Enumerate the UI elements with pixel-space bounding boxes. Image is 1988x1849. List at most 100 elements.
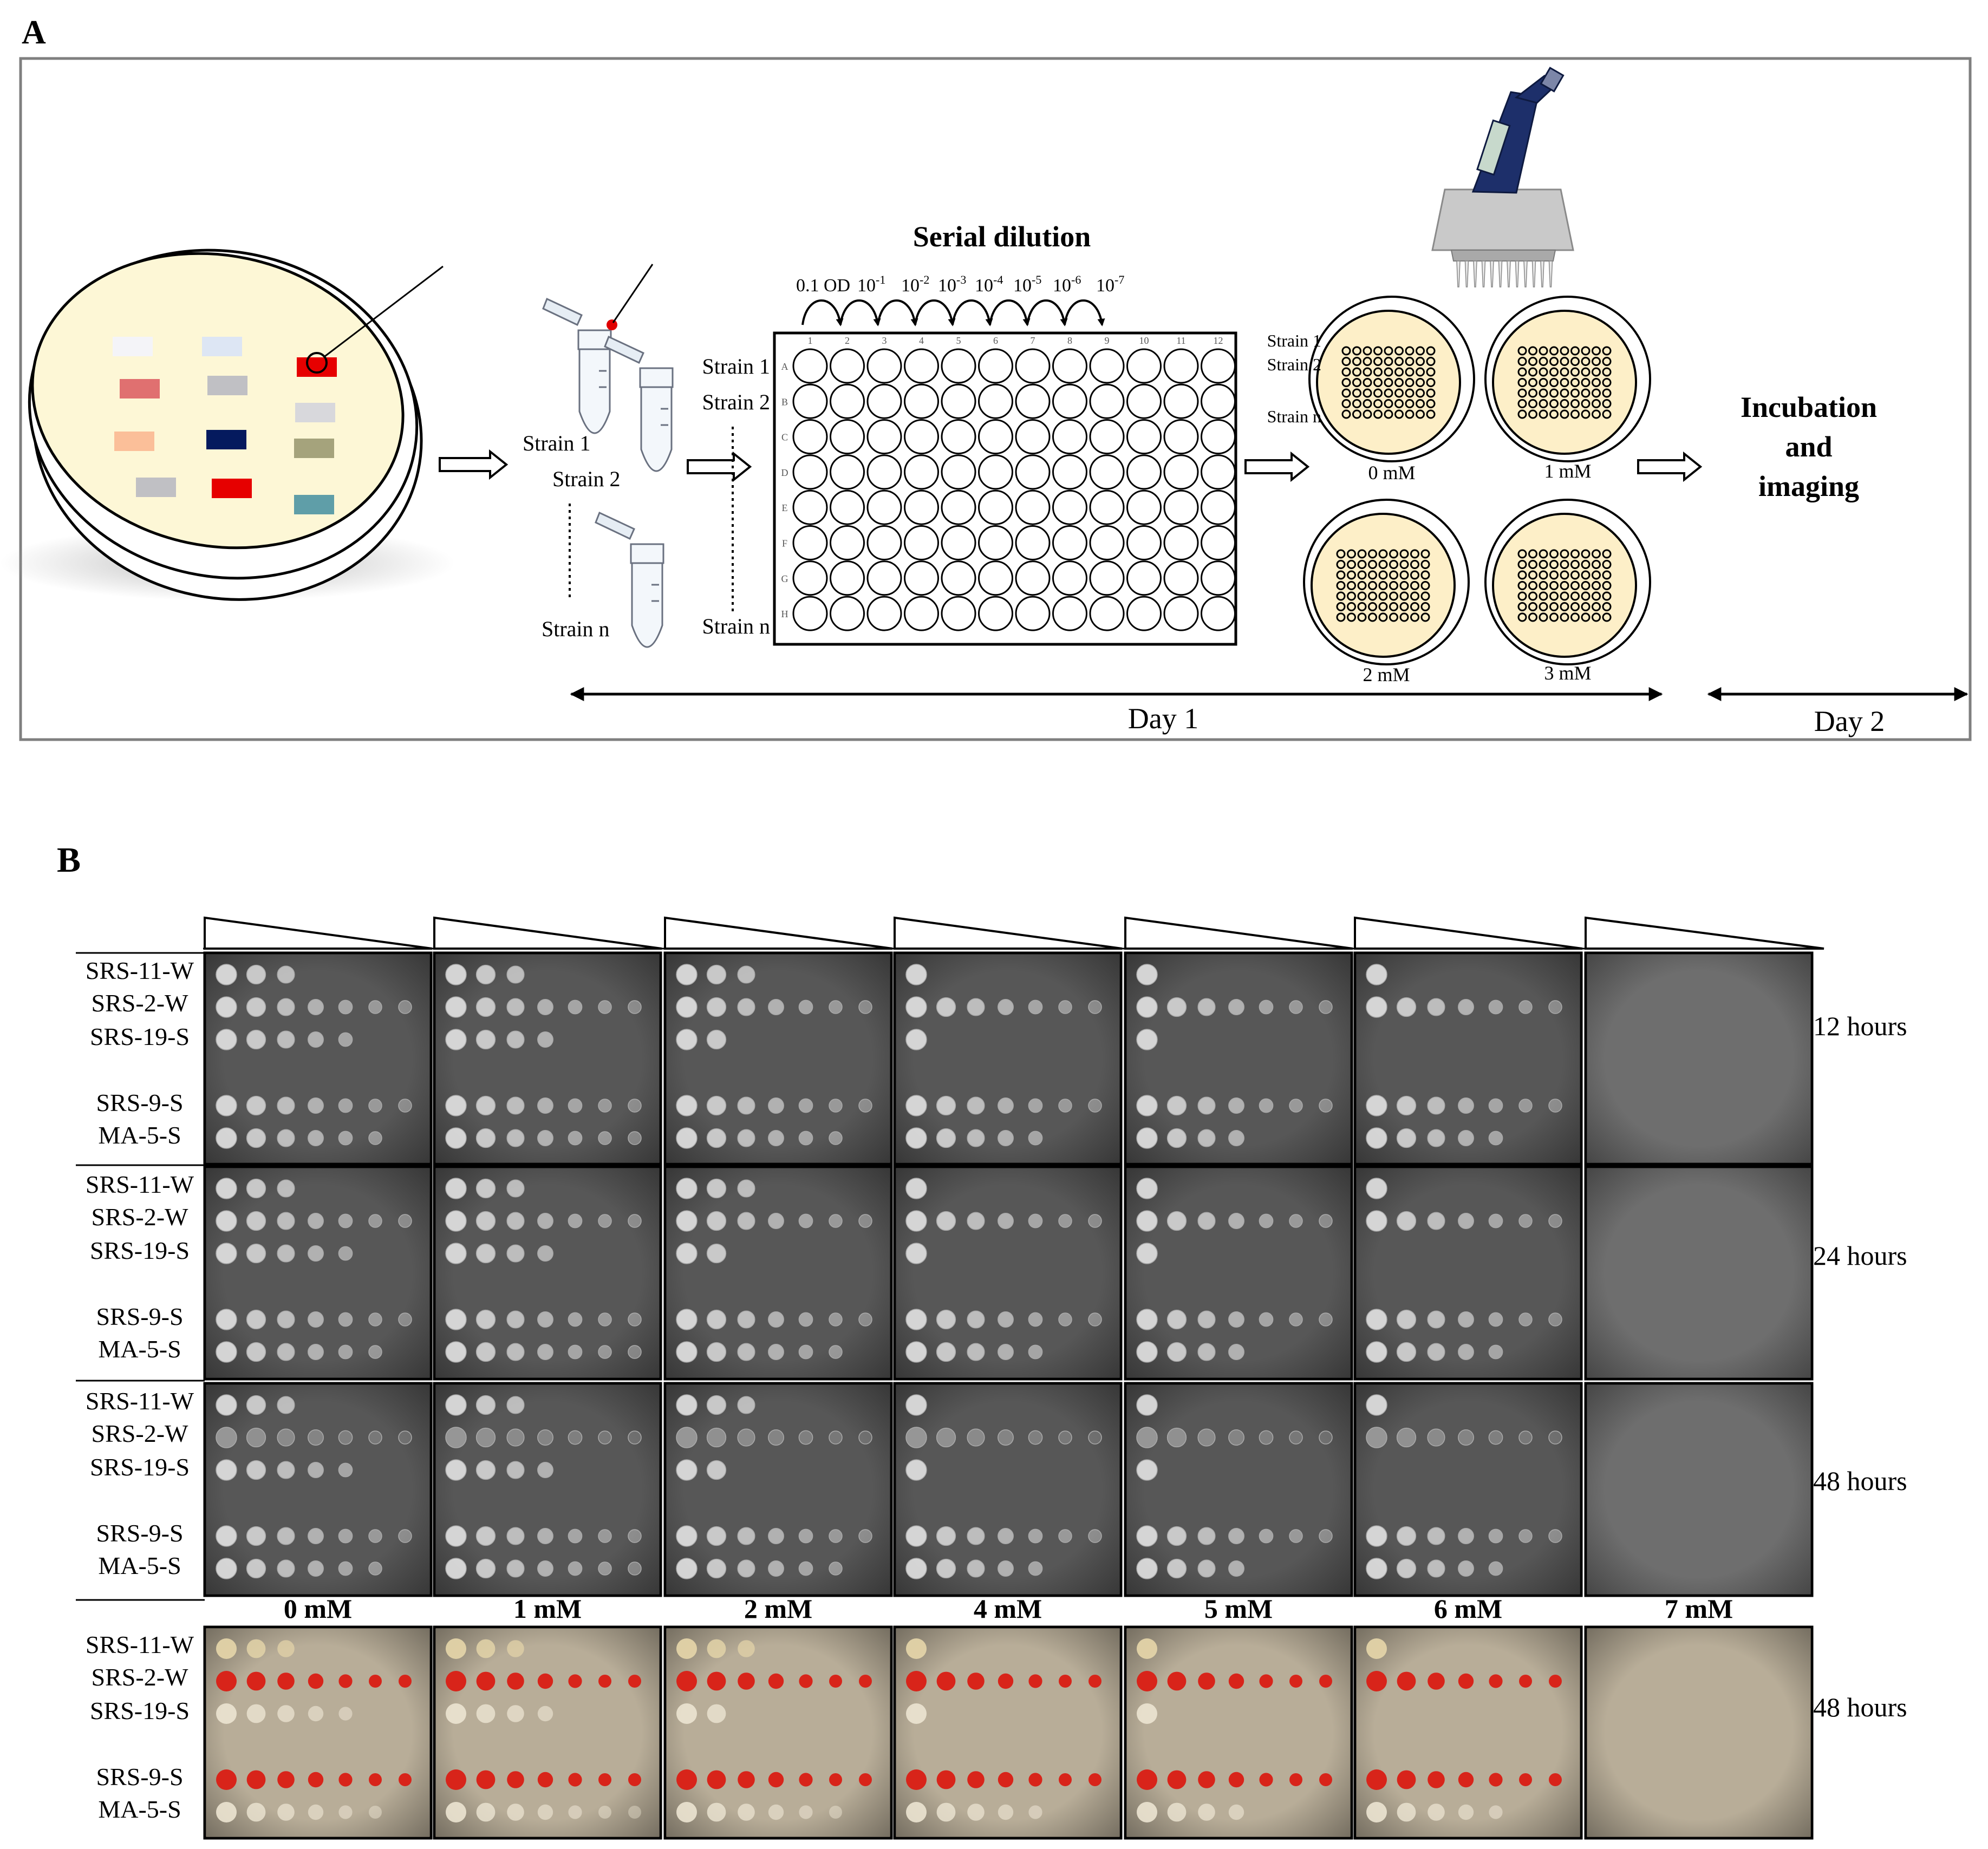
colony-spot <box>277 1461 295 1479</box>
spot-well <box>1389 549 1398 559</box>
colony-spot <box>998 1344 1014 1360</box>
colony-spot <box>1548 1214 1562 1228</box>
colony-spot <box>905 1127 927 1149</box>
colony-spot <box>1028 1773 1042 1787</box>
colony-spot <box>1518 1099 1533 1113</box>
colony-spot <box>1458 1097 1474 1114</box>
spot-well <box>1420 612 1430 622</box>
colony-spot <box>936 1558 956 1579</box>
colony-spot <box>905 1210 927 1232</box>
well <box>792 419 828 455</box>
spot-well <box>1581 549 1591 559</box>
colony-spot <box>1088 1312 1102 1327</box>
colony-spot <box>1518 1529 1533 1543</box>
colony-spot <box>628 1806 641 1819</box>
colony-spot <box>1028 1312 1043 1327</box>
colony-spot <box>338 1528 353 1544</box>
colony-spot <box>246 1558 266 1579</box>
spot-well <box>1560 570 1569 580</box>
colony-spot <box>906 1703 927 1724</box>
spot-well <box>1347 612 1356 622</box>
colony-spot <box>1059 1675 1072 1688</box>
colony-spot <box>216 1095 237 1116</box>
colony-spot <box>216 996 237 1018</box>
colony-spot <box>1289 1312 1303 1327</box>
colony-spot <box>277 1030 295 1049</box>
colony-spot <box>445 1427 467 1448</box>
colony-spot <box>706 1309 727 1330</box>
colony-spot <box>308 1429 324 1446</box>
colony-spot <box>246 1095 266 1116</box>
spot-well <box>1363 378 1372 387</box>
streak-patch <box>114 432 154 451</box>
colony-spot <box>1167 1802 1187 1822</box>
streak-patches <box>113 337 337 514</box>
spot-well <box>1570 570 1580 580</box>
well <box>792 489 828 525</box>
colony-spot <box>445 1127 467 1149</box>
spot-well <box>1363 388 1372 398</box>
colony-spot <box>628 1312 642 1327</box>
colony-spot <box>768 1772 784 1788</box>
spot-well <box>1363 357 1372 366</box>
colony-spot <box>967 1527 985 1545</box>
spot-well <box>1570 612 1580 622</box>
colony-spot <box>537 1673 553 1689</box>
spot-well <box>1581 378 1591 387</box>
colony-spot <box>628 1773 641 1786</box>
colony-spot <box>445 1341 467 1363</box>
colony-spot <box>1319 1099 1333 1113</box>
spot-well <box>1394 388 1404 398</box>
colony-spot <box>537 1213 553 1229</box>
spot-well <box>1592 581 1601 590</box>
colony-spot <box>1488 1213 1503 1229</box>
colony-spot <box>628 1345 642 1359</box>
colony-spot <box>1228 1560 1244 1577</box>
colony-spot <box>277 1212 295 1230</box>
well <box>1126 525 1162 560</box>
well <box>1163 419 1199 455</box>
plate-photo <box>1353 1625 1583 1840</box>
colony-spot <box>628 1675 641 1688</box>
well <box>1163 454 1199 490</box>
colony-spot <box>967 1559 985 1578</box>
plate-photo <box>663 1165 893 1381</box>
well <box>792 596 828 631</box>
colony-spot <box>338 999 353 1015</box>
colony-spot <box>936 1342 956 1362</box>
streak-patch <box>113 337 153 356</box>
colony-spot <box>277 1672 295 1690</box>
spot-well <box>1592 549 1601 559</box>
colony-spot <box>398 1312 412 1327</box>
plate-vignette <box>1587 1385 1810 1594</box>
plate-photo <box>1353 1382 1583 1597</box>
colony-spot <box>905 1394 927 1416</box>
colony-spot <box>1289 1430 1303 1445</box>
spot-well <box>1352 357 1361 366</box>
spot-well <box>1405 367 1415 377</box>
spot-well <box>1394 378 1404 387</box>
plate-vignette <box>896 1629 1119 1837</box>
spot-well <box>1592 602 1601 611</box>
well <box>1163 489 1199 525</box>
colony-spot <box>368 1000 382 1014</box>
colony-spot <box>1396 997 1417 1017</box>
colony-spot <box>1289 1773 1302 1786</box>
well <box>978 489 1013 525</box>
spot-plate-agar <box>1316 310 1461 455</box>
colony-spot <box>1088 1430 1102 1445</box>
colony-spot <box>998 1429 1014 1446</box>
well <box>978 383 1013 419</box>
colony-spot <box>506 1129 525 1147</box>
colony-spot <box>1228 1528 1244 1544</box>
pipette-tip <box>1548 260 1553 288</box>
colony-spot <box>676 1210 698 1232</box>
spot-well <box>1549 399 1559 408</box>
spot-well <box>1602 581 1612 590</box>
spot-well <box>1336 549 1346 559</box>
spot-well <box>1549 378 1559 387</box>
dilution-label: 10-2 <box>901 273 929 296</box>
colony-spot <box>369 1675 382 1688</box>
well <box>1126 489 1162 525</box>
spot-well <box>1602 378 1612 387</box>
